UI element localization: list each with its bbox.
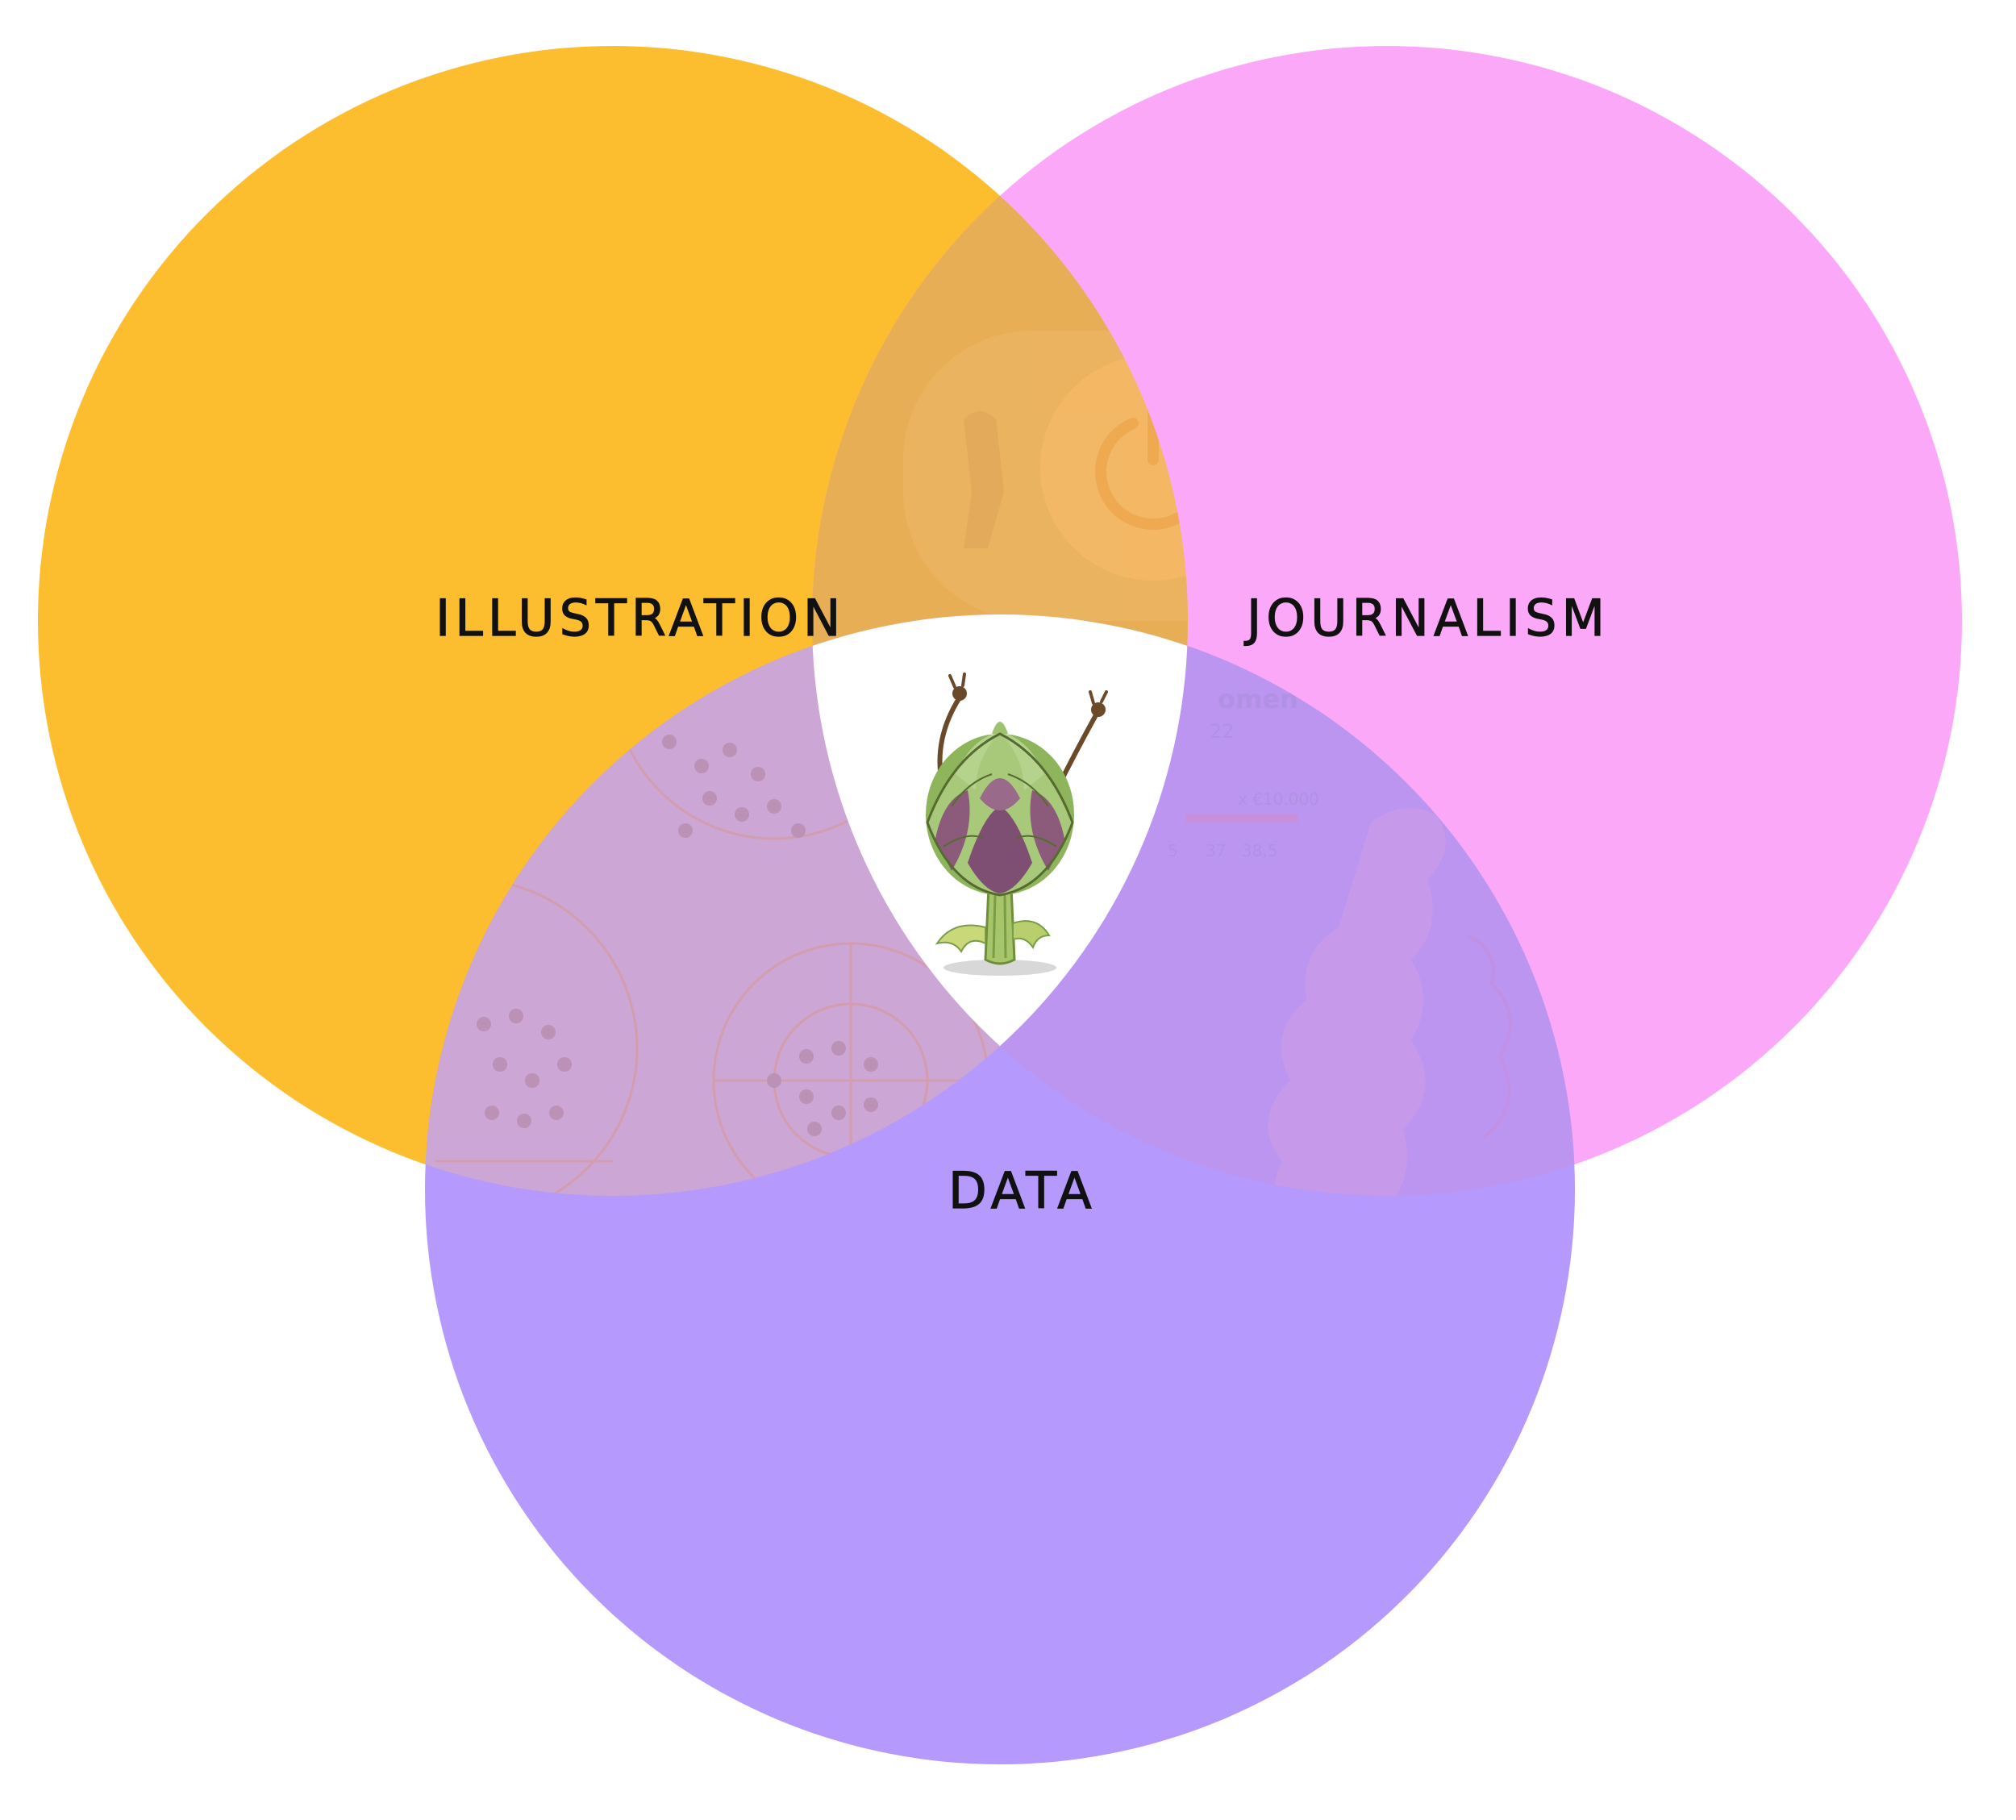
faint-map-fragment: omen 22 x €10.000 5 37 38,5 [1168,684,1512,1196]
label-illustration: ILLUSTRATION [435,589,845,648]
label-data: DATA [948,1161,1097,1220]
label-journalism: JOURNALISM [1243,589,1610,648]
faint-power-button-art [903,331,1188,621]
map-scale-bar [1185,814,1298,823]
map-tick-2: 37 [1206,841,1226,860]
artichoke-icon [926,673,1108,976]
map-tick-1: 5 [1168,841,1178,860]
map-scale-label: x €10.000 [1238,789,1319,809]
map-subtitle-fragment: 22 [1210,720,1235,743]
map-tick-3: 38,5 [1242,841,1278,860]
